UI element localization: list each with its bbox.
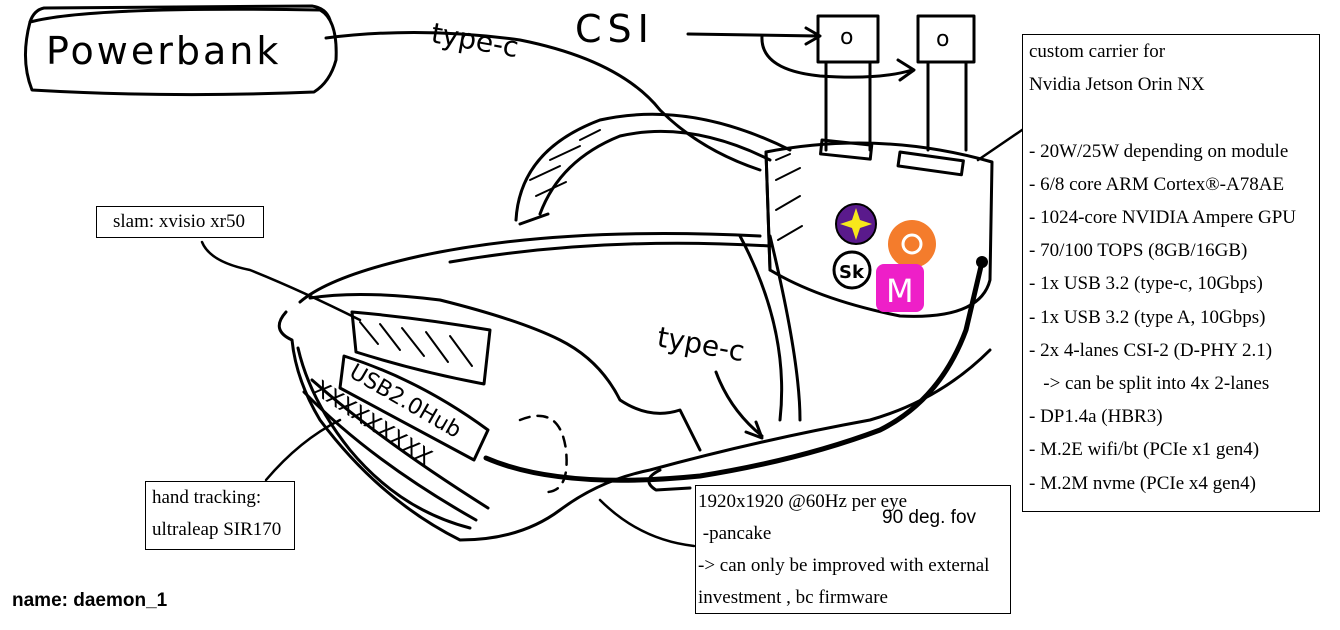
hand-tracking-line-1: hand tracking:	[152, 482, 288, 514]
spec-item: - M.2E wifi/bt (PCIe x1 gen4)	[1029, 433, 1313, 466]
spec-item: - 1x USB 3.2 (type A, 10Gbps)	[1029, 301, 1313, 334]
display-line-3: -> can only be improved with external	[698, 550, 1008, 582]
logo-m: M	[876, 264, 924, 312]
display-line-4a: investment	[698, 587, 781, 608]
cable-plug	[976, 256, 988, 268]
spec-item: - 1x USB 3.2 (type-c, 10Gbps)	[1029, 267, 1313, 300]
spec-item: - DP1.4a (HBR3)	[1029, 400, 1313, 433]
hand-leader	[266, 420, 340, 480]
carrier-title-2: Nvidia Jetson Orin NX	[1029, 68, 1313, 101]
head-strap	[516, 114, 800, 420]
spec-item: - 6/8 core ARM Cortex®-A78AE	[1029, 168, 1313, 201]
camera-right: o	[918, 16, 974, 150]
hand-tracking-box: hand tracking: ultraleap SIR170	[145, 481, 295, 550]
fov-label: 90 deg. fov	[882, 507, 976, 529]
carrier-spacer	[1029, 101, 1313, 134]
csi-arrow-2	[762, 36, 914, 80]
lens-outline	[520, 416, 567, 492]
csi-arrow-1	[688, 28, 820, 44]
svg-text:o: o	[840, 25, 853, 50]
display-box: 1920x1920 @60Hz per eye -pancake -> can …	[695, 485, 1011, 614]
spec-item: - 70/100 TOPS (8GB/16GB)	[1029, 234, 1313, 267]
spec-item: - 2x 4-lanes CSI-2 (D-PHY 2.1)	[1029, 334, 1313, 367]
carrier-title-1: custom carrier for	[1029, 35, 1313, 68]
spec-item: - 1024-core NVIDIA Ampere GPU	[1029, 201, 1313, 234]
spec-item: -> can be split into 4x 2-lanes	[1029, 367, 1313, 400]
cable-mid-label: type-c	[655, 320, 747, 368]
svg-text:Sk: Sk	[839, 262, 865, 283]
display-line-4b: , bc firmware	[786, 587, 888, 608]
powerbank-label: Powerbank	[46, 29, 281, 73]
carrier-leader	[978, 130, 1022, 160]
slam-box: slam: xvisio xr50	[96, 206, 264, 238]
logo-sk: Sk	[834, 252, 870, 288]
svg-text:o: o	[936, 27, 949, 52]
display-line-4: investment , bc firmware	[698, 582, 1008, 614]
hand-tracking-line-2: ultraleap SIR170	[152, 514, 288, 546]
logo-orange	[888, 220, 936, 268]
powerbank: Powerbank	[25, 6, 336, 95]
spec-item: - M.2M nvme (PCIe x4 gen4)	[1029, 467, 1313, 500]
csi-label: CSI	[575, 7, 655, 51]
slam-text: slam: xvisio xr50	[113, 211, 245, 232]
svg-text:M: M	[886, 272, 914, 310]
camera-left: o	[818, 16, 878, 150]
carrier-box: custom carrier for Nvidia Jetson Orin NX…	[1022, 34, 1320, 512]
cable-mid-arrow	[716, 372, 762, 438]
spec-item: - 20W/25W depending on module	[1029, 135, 1313, 168]
name-label: name: daemon_1	[12, 590, 167, 612]
logo-star	[836, 204, 876, 244]
display-leader	[600, 500, 694, 546]
cable-top-label: type-c	[429, 16, 521, 64]
powerbank-cable	[326, 32, 760, 170]
